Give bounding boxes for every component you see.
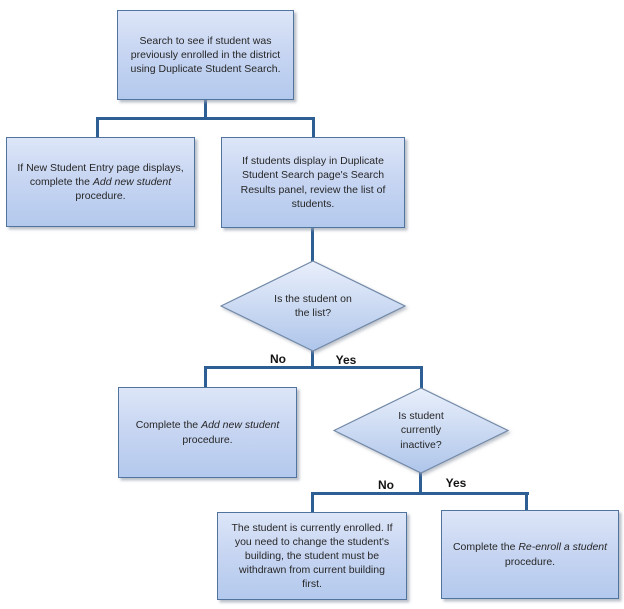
diamond-shape bbox=[220, 260, 406, 352]
connector-no1-drop bbox=[204, 368, 207, 388]
branch-label-no-1: No bbox=[270, 352, 286, 366]
connector-decision2-down bbox=[419, 472, 422, 494]
branch-label-no-2: No bbox=[378, 478, 394, 492]
node-reenroll: Complete the Re-enroll a student procedu… bbox=[441, 510, 619, 599]
node-currently-enrolled: The student is currently enrolled. If yo… bbox=[217, 512, 407, 600]
branch-label-yes-1: Yes bbox=[335, 353, 357, 367]
node-reenroll-text: Complete the Re-enroll a student procedu… bbox=[445, 540, 615, 568]
text-segment: If New Student Entry page displays, comp… bbox=[17, 161, 184, 188]
connector-drop-new-student-entry bbox=[96, 119, 99, 138]
decision-on-list-question: Is the student on the list? bbox=[274, 292, 352, 319]
node-add-new-student: Complete the Add new student procedure. bbox=[118, 387, 297, 478]
connector-decision1-down bbox=[311, 350, 314, 368]
connector-yes1-drop bbox=[420, 368, 423, 389]
node-start-text: Search to see if student was previously … bbox=[130, 34, 281, 76]
text-segment: Complete the bbox=[135, 419, 202, 432]
connector-row1-horizontal bbox=[96, 117, 315, 120]
node-add-new-student-text: Complete the Add new student procedure. bbox=[122, 418, 293, 446]
text-segment: Complete the bbox=[452, 541, 519, 554]
connector-decision2-horizontal bbox=[311, 492, 529, 495]
node-duplicate-results: If students display in Duplicate Student… bbox=[221, 137, 405, 228]
node-duplicate-results-text: If students display in Duplicate Student… bbox=[240, 155, 386, 210]
text-segment: procedure. bbox=[504, 555, 556, 568]
decision-diamond-inactive bbox=[333, 387, 509, 474]
connector-drop-duplicate-results bbox=[312, 119, 315, 138]
connector-yes2-drop bbox=[525, 494, 528, 511]
node-start: Search to see if student was previously … bbox=[117, 10, 294, 100]
branch-label-yes-2: Yes bbox=[445, 476, 467, 490]
node-new-student-entry: If New Student Entry page displays, comp… bbox=[6, 137, 195, 227]
node-currently-enrolled-text: The student is currently enrolled. If yo… bbox=[231, 521, 393, 591]
connector-no2-drop bbox=[311, 494, 314, 512]
connector-start-down bbox=[204, 100, 207, 119]
text-segment-italic: Add new student bbox=[201, 419, 280, 432]
decision-inactive-question: Is student currently inactive? bbox=[398, 410, 444, 451]
connector-decision1-horizontal bbox=[204, 366, 423, 369]
diamond-shape bbox=[333, 387, 509, 474]
text-segment-italic: Re-enroll a student bbox=[518, 541, 608, 554]
node-new-student-entry-text: If New Student Entry page displays, comp… bbox=[10, 161, 191, 203]
decision-diamond-on-list bbox=[220, 260, 406, 352]
text-segment: procedure. bbox=[75, 190, 126, 203]
text-segment: procedure. bbox=[182, 433, 233, 446]
connector-to-decision-on-list bbox=[311, 228, 314, 262]
text-segment-italic: Add new student bbox=[92, 175, 172, 188]
